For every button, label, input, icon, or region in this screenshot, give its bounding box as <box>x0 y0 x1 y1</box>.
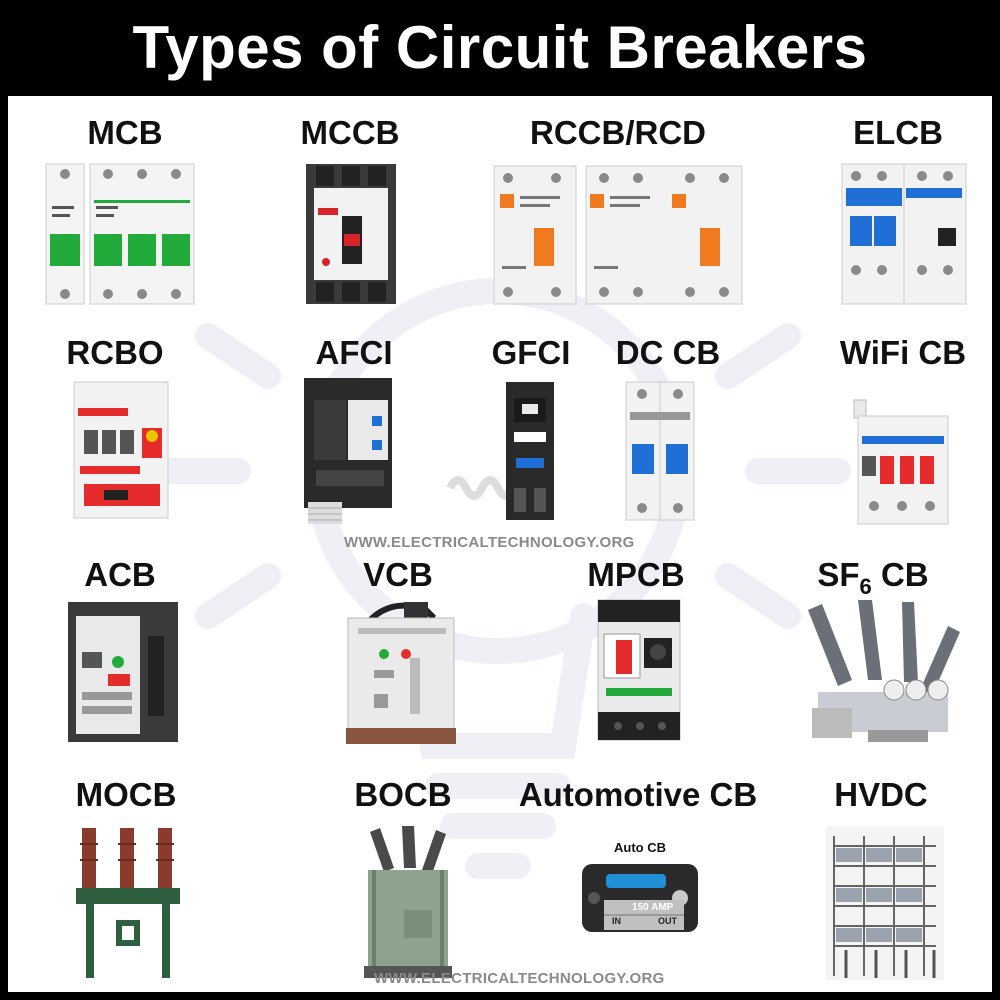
acb-icon <box>68 602 180 744</box>
label-wifi-cb: WiFi CB <box>839 334 967 371</box>
label-mccb: MCCB <box>300 114 400 151</box>
label-mocb: MOCB <box>75 776 177 813</box>
mcb-icon <box>45 163 196 306</box>
label-mpcb: MPCB <box>587 556 685 593</box>
label-vcb: VCB <box>363 556 433 593</box>
label-automotive-cb: Automotive CB <box>518 776 758 813</box>
mccb-icon <box>306 164 398 304</box>
auto-cb-in-label: IN <box>612 916 621 926</box>
breaker-panel: MCB MCCB RCCB/RCD ELCB RCBO AFCI GFCI DC… <box>8 96 992 992</box>
label-gfci: GFCI <box>491 334 571 371</box>
label-sf6-cb: SF6 CB <box>808 556 938 599</box>
label-afci: AFCI <box>315 334 393 371</box>
elcb-icon <box>841 163 968 306</box>
label-sf6-suffix: CB <box>871 556 929 593</box>
label-bocb: BOCB <box>354 776 452 813</box>
sf6-cb-icon <box>798 596 974 746</box>
auto-cb-caption: Auto CB <box>614 840 666 855</box>
automotive-cb-icon <box>580 862 700 934</box>
label-dc-cb: DC CB <box>615 334 721 371</box>
bocb-icon <box>364 826 452 982</box>
afci-icon <box>302 378 404 528</box>
page-title: Types of Circuit Breakers <box>132 14 868 81</box>
watermark-middle: WWW.ELECTRICALTECHNOLOGY.ORG <box>344 534 635 551</box>
label-acb: ACB <box>84 556 156 593</box>
label-sf6-main: SF <box>817 556 860 593</box>
mpcb-icon <box>597 599 682 742</box>
title-banner: Types of Circuit Breakers <box>0 0 1000 96</box>
rcbo-icon <box>73 381 170 522</box>
vcb-icon <box>344 598 456 746</box>
label-elcb: ELCB <box>853 114 943 151</box>
label-sf6-subscript: 6 <box>859 574 872 599</box>
mocb-icon <box>76 824 184 980</box>
gfci-icon <box>446 378 576 524</box>
dc-cb-icon <box>625 381 696 522</box>
rccb-icon <box>493 165 744 306</box>
label-rccb: RCCB/RCD <box>530 114 706 151</box>
wifi-cb-icon <box>853 384 950 526</box>
label-rcbo: RCBO <box>66 334 164 371</box>
watermark-bottom: WWW.ELECTRICALTECHNOLOGY.ORG <box>374 970 665 987</box>
hvdc-icon <box>826 826 946 982</box>
label-hvdc: HVDC <box>834 776 928 813</box>
auto-cb-amp-label: 150 AMP <box>632 902 674 913</box>
auto-cb-out-label: OUT <box>658 916 677 926</box>
label-mcb: MCB <box>87 114 163 151</box>
